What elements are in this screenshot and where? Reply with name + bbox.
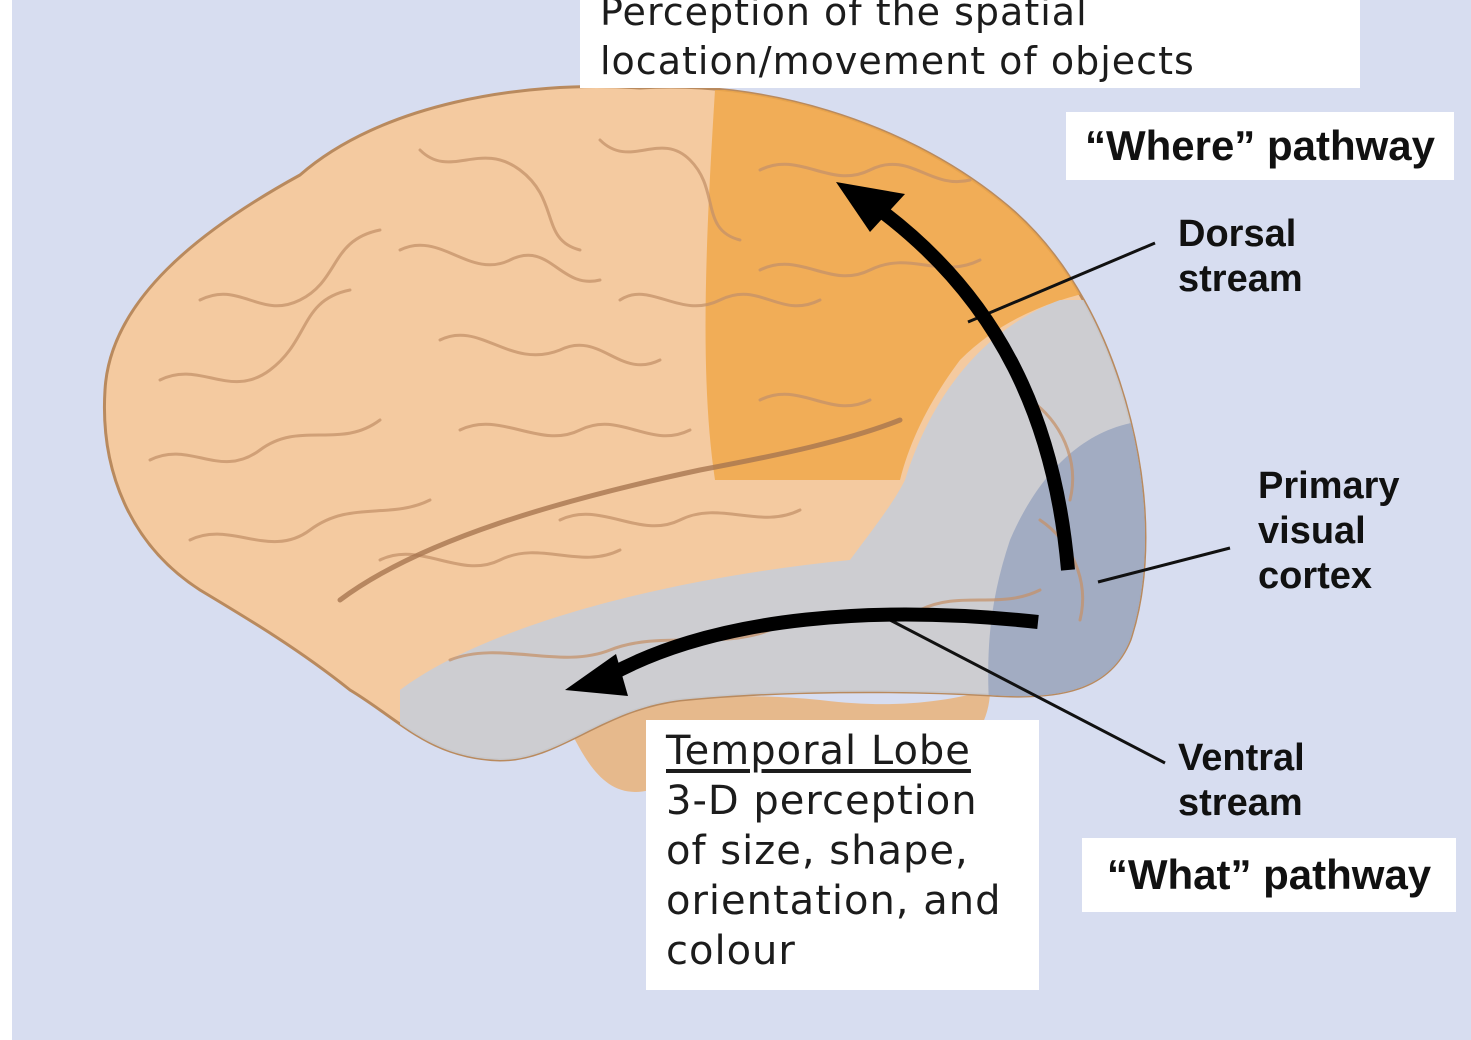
temporal-lobe-caption: Temporal Lobe 3-D perception of size, sh… bbox=[646, 720, 1039, 990]
ventral-label-line-1: Ventral bbox=[1178, 736, 1378, 781]
where-pathway-tag: “Where” pathway bbox=[1066, 112, 1454, 180]
visual-label-line-2: visual bbox=[1258, 509, 1458, 554]
visual-label-line-3: cortex bbox=[1258, 554, 1458, 599]
ventral-label-line-2: stream bbox=[1178, 781, 1378, 826]
temporal-lobe-title: Temporal Lobe bbox=[666, 726, 1039, 776]
temporal-caption-line-2: of size, shape, bbox=[666, 826, 1039, 876]
parietal-caption-line-2: location/movement of objects bbox=[600, 37, 1360, 86]
ventral-stream-label: Ventral stream bbox=[1178, 736, 1378, 826]
what-pathway-tag: “What” pathway bbox=[1082, 838, 1456, 912]
dorsal-label-line-1: Dorsal bbox=[1178, 212, 1378, 257]
temporal-caption-line-3: orientation, and bbox=[666, 876, 1039, 926]
dorsal-label-line-2: stream bbox=[1178, 257, 1378, 302]
temporal-caption-line-4: colour bbox=[666, 926, 1039, 976]
temporal-caption-line-1: 3-D perception bbox=[666, 776, 1039, 826]
parietal-lobe-caption: Perception of the spatial location/movem… bbox=[580, 0, 1360, 88]
parietal-caption-line-1: Perception of the spatial bbox=[600, 0, 1360, 37]
primary-visual-cortex-label: Primary visual cortex bbox=[1258, 464, 1458, 599]
dorsal-stream-label: Dorsal stream bbox=[1178, 212, 1378, 302]
visual-label-line-1: Primary bbox=[1258, 464, 1458, 509]
